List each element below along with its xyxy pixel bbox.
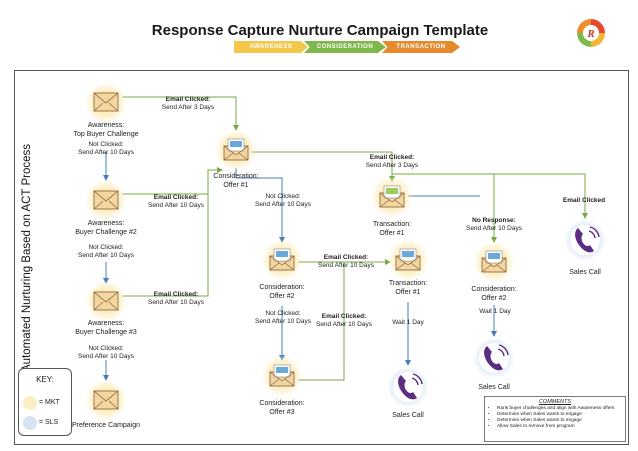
connector-aw2-c1 [122, 167, 223, 195]
label-email-clicked-5-head: Email Clicked: [323, 254, 369, 261]
legend-key: KEY: = MKT = SLS [18, 368, 72, 436]
node-sales-call-2-icon [473, 337, 515, 379]
legend-mkt-label: = MKT [39, 399, 60, 406]
label-email-clicked-6: Email Clicked: Send After 10 Days [308, 313, 380, 329]
diagram-frame [14, 70, 629, 445]
connector-c1-t1a [250, 151, 395, 182]
comments-box: COMMENTS Rank buyer challenges and align… [484, 396, 626, 442]
label-email-clicked-3: Email Clicked: Send After 10 Days [140, 291, 212, 307]
connector-aw1-c1 [122, 96, 239, 131]
label-email-clicked-4: Email Clicked: Send After 3 Days [356, 154, 428, 170]
connector-c3-t1b [298, 262, 345, 381]
node-awareness-2: Awareness: Buyer Challenge #2 [75, 220, 137, 236]
label-not-clicked-4: Not Clicked: Send After 10 Days [254, 193, 311, 208]
node-awareness-1-icon [85, 82, 127, 124]
phase-arrow-bar: AWARENESS CONSIDERATION TRANSACTION [234, 41, 460, 53]
comment-item: Determine when Sales wants to engage [497, 412, 623, 418]
legend-mkt: = MKT [23, 396, 71, 410]
label-email-clicked-6-body: Send After 10 Days [315, 321, 372, 328]
node-sales-call-1: Sales Call [392, 412, 424, 419]
node-awareness-3-icon [85, 280, 127, 322]
label-email-clicked-2: Email Clicked: Send After 10 Days [140, 194, 212, 210]
label-email-clicked-5: Email Clicked: Send After 10 Days [310, 254, 382, 270]
node-transaction-1b: Transaction: Offer #1 [388, 280, 428, 296]
label-not-clicked-1: Not Clicked: Send After 10 Days [77, 141, 134, 156]
node-awareness-1: Awareness: Top Buyer Challenge [73, 122, 139, 138]
legend-sls-label: = SLS [39, 419, 59, 426]
label-not-clicked-5: Not Clicked: Send After 10 Days [254, 310, 311, 325]
node-sales-call-3: Sales Call [569, 269, 601, 276]
label-email-clicked-8: Email Clicked [548, 197, 620, 205]
phase-consideration: CONSIDERATION [304, 41, 386, 53]
mkt-swatch-icon [23, 396, 37, 410]
label-no-response-head: No Response: [472, 217, 516, 224]
node-consideration-1: Consideration: Offer #1 [213, 173, 259, 189]
logo-icon: R [577, 19, 605, 47]
node-transaction-1a-icon [371, 176, 413, 218]
connector-aw3-c1 [122, 194, 209, 297]
label-no-response-body: Send After 10 Days [465, 225, 522, 232]
label-wait-1: Wait 1 Day [392, 319, 424, 326]
node-consideration-2b: Consideration: Offer #2 [471, 286, 517, 302]
page-title: Response Capture Nurture Campaign Templa… [151, 22, 489, 39]
node-consideration-2a: Consideration: Offer #2 [259, 284, 305, 300]
node-awareness-2-icon [85, 179, 127, 221]
node-consideration-3: Consideration: Offer #3 [259, 400, 305, 416]
comments-title: COMMENTS [538, 399, 572, 405]
label-email-clicked-5-body: Send After 10 Days [317, 262, 374, 269]
label-not-clicked-2: Not Clicked: Send After 10 Days [77, 244, 134, 259]
logo-letter: R [586, 28, 594, 40]
phase-transaction: TRANSACTION [382, 41, 460, 53]
node-consideration-2a-icon [261, 239, 303, 281]
node-sales-call-1-icon [387, 366, 429, 408]
label-email-clicked-1-body: Send After 3 Days [161, 104, 215, 111]
label-email-clicked-3-head: Email Clicked: [153, 291, 199, 298]
comment-item: Rank buyer challenges and align with Awa… [497, 406, 623, 412]
label-email-clicked-1-head: Email Clicked: [165, 96, 211, 103]
label-email-clicked-1: Email Clicked: Send After 3 Days [152, 96, 224, 112]
node-transaction-1b-icon [387, 239, 429, 281]
node-preference: Preference Campaign [71, 422, 141, 429]
label-email-clicked-4-head: Email Clicked: [369, 154, 415, 161]
label-email-clicked-6-head: Email Clicked: [321, 313, 367, 320]
comment-item: Allow Sales to remove from program [497, 424, 623, 430]
node-consideration-1-icon [215, 129, 257, 171]
legend-title: KEY: [36, 375, 54, 384]
node-consideration-2b-icon [473, 241, 515, 283]
sls-swatch-icon [23, 416, 37, 430]
legend-sls: = SLS [23, 416, 71, 430]
label-no-response: No Response: Send After 10 Days [458, 217, 530, 233]
label-email-clicked-4-body: Send After 3 Days [365, 162, 419, 169]
phase-awareness: AWARENESS [234, 41, 308, 53]
label-email-clicked-3-body: Send After 10 Days [147, 299, 204, 306]
node-transaction-1a: Transaction: Offer #1 [372, 221, 412, 237]
node-consideration-3-icon [261, 355, 303, 397]
label-email-clicked-8-head: Email Clicked [562, 197, 606, 204]
label-email-clicked-2-body: Send After 10 Days [147, 202, 204, 209]
node-sales-call-2: Sales Call [478, 384, 510, 391]
node-awareness-3: Awareness: Buyer Challenge #3 [75, 320, 137, 336]
label-email-clicked-2-head: Email Clicked: [153, 194, 199, 201]
label-wait-2: Wait 1 Day [479, 308, 511, 315]
comments-list: Rank buyer challenges and align with Awa… [487, 406, 623, 430]
label-not-clicked-3: Not Clicked: Send After 10 Days [77, 345, 134, 360]
comment-item: Determine when Sales wants to engage [497, 418, 623, 424]
connector-branch-right [392, 173, 588, 219]
node-preference-icon [85, 379, 127, 421]
connector-c1-c2a [235, 168, 285, 243]
node-sales-call-3-icon [564, 219, 606, 261]
